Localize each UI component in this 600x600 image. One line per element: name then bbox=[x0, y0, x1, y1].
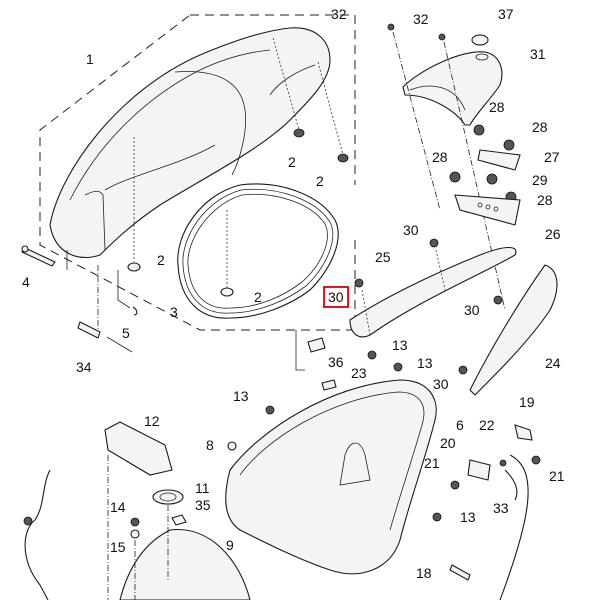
callout-21: 21 bbox=[549, 468, 565, 484]
callout-15: 15 bbox=[110, 539, 126, 555]
callout-9: 9 bbox=[226, 537, 234, 553]
callout-1: 1 bbox=[86, 51, 94, 67]
callout-36: 36 bbox=[328, 354, 344, 370]
callout-30-highlighted[interactable]: 30 bbox=[323, 286, 349, 308]
callout-30: 30 bbox=[464, 302, 480, 318]
callout-14: 14 bbox=[110, 499, 126, 515]
storage-box bbox=[225, 330, 442, 575]
cable bbox=[23, 469, 51, 600]
callout-31: 31 bbox=[530, 46, 546, 62]
callout-28: 28 bbox=[532, 119, 548, 135]
dampers bbox=[127, 37, 349, 297]
callout-4: 4 bbox=[22, 274, 30, 290]
callout-18: 18 bbox=[416, 565, 432, 581]
callout-32: 32 bbox=[331, 6, 347, 22]
callout-13: 13 bbox=[460, 509, 476, 525]
rear-cover bbox=[387, 23, 506, 311]
callout-28: 28 bbox=[537, 192, 553, 208]
callout-28: 28 bbox=[489, 99, 505, 115]
callout-22: 22 bbox=[479, 417, 495, 433]
callout-21: 21 bbox=[424, 455, 440, 471]
callout-29: 29 bbox=[532, 172, 548, 188]
callout-24: 24 bbox=[545, 355, 561, 371]
callout-13: 13 bbox=[417, 355, 433, 371]
brackets bbox=[449, 124, 521, 226]
callout-27: 27 bbox=[544, 149, 560, 165]
callout-19: 19 bbox=[519, 394, 535, 410]
callout-30: 30 bbox=[403, 222, 419, 238]
callout-35: 35 bbox=[195, 497, 211, 513]
callout-12: 12 bbox=[144, 413, 160, 429]
callout-11: 11 bbox=[195, 480, 210, 496]
callout-33: 33 bbox=[493, 500, 509, 516]
callout-3: 3 bbox=[170, 304, 178, 320]
callout-20: 20 bbox=[440, 435, 456, 451]
toolbox-cover bbox=[104, 421, 173, 476]
callout-13: 13 bbox=[392, 337, 408, 353]
side-cover bbox=[458, 264, 558, 396]
callout-26: 26 bbox=[545, 226, 561, 242]
callout-2: 2 bbox=[254, 289, 262, 305]
callout-2: 2 bbox=[316, 173, 324, 189]
callout-13: 13 bbox=[233, 388, 249, 404]
callout-28: 28 bbox=[432, 149, 448, 165]
callout-25: 25 bbox=[375, 249, 391, 265]
callout-30: 30 bbox=[433, 376, 449, 392]
floor-panel bbox=[107, 455, 251, 600]
hinge-parts bbox=[21, 245, 138, 353]
callout-2: 2 bbox=[288, 154, 296, 170]
seat-gasket bbox=[177, 183, 339, 319]
callout-37: 37 bbox=[498, 6, 514, 22]
callout-8: 8 bbox=[206, 437, 214, 453]
seat bbox=[49, 27, 331, 259]
callout-2: 2 bbox=[157, 252, 165, 268]
callout-34: 34 bbox=[76, 359, 92, 375]
callout-5: 5 bbox=[122, 325, 130, 341]
callout-32: 32 bbox=[413, 11, 429, 27]
callout-6: 6 bbox=[456, 417, 464, 433]
grab-rail bbox=[349, 238, 517, 338]
latch-parts bbox=[449, 424, 541, 600]
callout-23: 23 bbox=[351, 365, 367, 381]
